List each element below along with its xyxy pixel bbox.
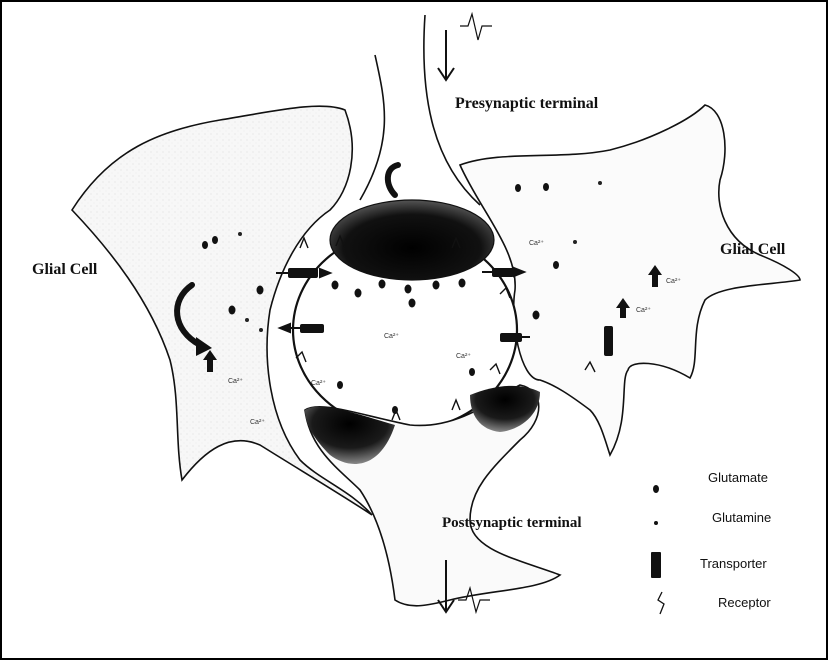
ca-label: Ca²⁺ [666,278,681,285]
ca-label: Ca²⁺ [636,307,651,314]
legend-glutamate-label: Glutamate [708,470,768,485]
ca-label: Ca²⁺ [384,333,399,340]
ca-label: Ca²⁺ [456,353,471,360]
postsynaptic-label: Postsynaptic terminal [442,515,582,532]
legend-glutamine-label: Glutamine [712,510,771,525]
presynaptic-terminal [330,200,494,280]
legend-glutamine-symbol [654,521,658,525]
legend-symbols [651,485,661,578]
ca-label: Ca²⁺ [228,378,243,385]
ca-label: Ca²⁺ [529,240,544,247]
legend-receptor-symbol [658,592,664,614]
glial-cell-left-label: Glial Cell [32,261,97,279]
legend-glutamate-symbol [653,485,659,493]
legend-transporter-label: Transporter [700,556,767,571]
presynaptic-label: Presynaptic terminal [455,95,598,113]
legend-transporter-symbol [651,552,661,578]
legend-receptor-label: Receptor [718,595,771,610]
ca-label: Ca²⁺ [311,380,326,387]
action-potential-top [438,14,492,80]
ca-label: Ca²⁺ [250,419,265,426]
glial-cell-right-label: Glial Cell [720,241,785,259]
